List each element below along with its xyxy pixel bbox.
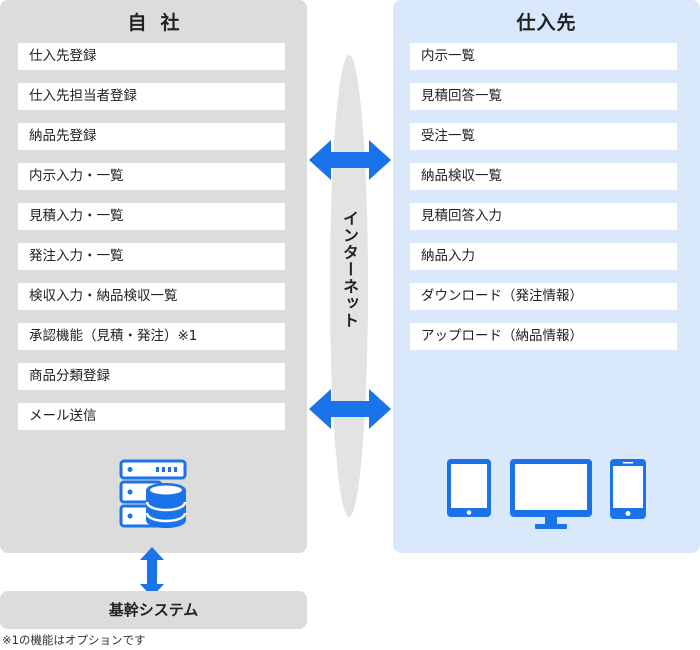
double-arrow-bottom-icon [309, 389, 391, 429]
company-item-product-category-registration: 商品分類登録 [18, 363, 285, 390]
supplier-item-delivery-inspection-list: 納品検収一覧 [410, 163, 677, 190]
supplier-title: 仕入先 [516, 12, 577, 34]
double-arrow-top-icon [309, 140, 391, 180]
company-item-delivery-destination-registration: 納品先登録 [18, 123, 285, 150]
supplier-item-order-received-list: 受注一覧 [410, 123, 677, 150]
internet-label: インターネット [340, 210, 359, 329]
internet-ellipse [330, 55, 368, 517]
company-item-mail-send: メール送信 [18, 403, 285, 430]
company-item-approval: 承認機能（見積・発注）※1 [18, 323, 285, 350]
company-item-supplier-registration: 仕入先登録 [18, 43, 285, 70]
footnote: ※1の機能はオプションです [2, 633, 146, 647]
tablet-icon [447, 459, 491, 517]
company-title: 自社 [127, 12, 194, 34]
desktop-monitor-icon [510, 459, 592, 529]
company-panel: 自社 仕入先登録 仕入先担当者登録 納品先登録 内示入力・一覧 見積入力・一覧 … [0, 0, 307, 553]
smartphone-icon [610, 459, 646, 519]
company-item-inspection-entry: 検収入力・納品検収一覧 [18, 283, 285, 310]
supplier-item-forecast-list: 内示一覧 [410, 43, 677, 70]
company-item-supplier-contact-registration: 仕入先担当者登録 [18, 83, 285, 110]
database-server-icon [119, 459, 187, 528]
supplier-item-quote-reply-entry: 見積回答入力 [410, 203, 677, 230]
supplier-item-download: ダウンロード（発注情報） [410, 283, 677, 310]
company-item-forecast-entry: 内示入力・一覧 [18, 163, 285, 190]
base-system-box: 基幹システム [0, 591, 307, 629]
company-item-quote-entry: 見積入力・一覧 [18, 203, 285, 230]
double-arrow-vertical-icon [140, 547, 164, 597]
base-system-label: 基幹システム [108, 601, 199, 619]
supplier-item-upload: アップロード（納品情報） [410, 323, 677, 350]
supplier-item-quote-reply-list: 見積回答一覧 [410, 83, 677, 110]
supplier-item-delivery-entry: 納品入力 [410, 243, 677, 270]
supplier-panel: 仕入先 内示一覧 見積回答一覧 受注一覧 納品検収一覧 見積回答入力 納品入力 … [393, 0, 700, 553]
company-item-order-entry: 発注入力・一覧 [18, 243, 285, 270]
